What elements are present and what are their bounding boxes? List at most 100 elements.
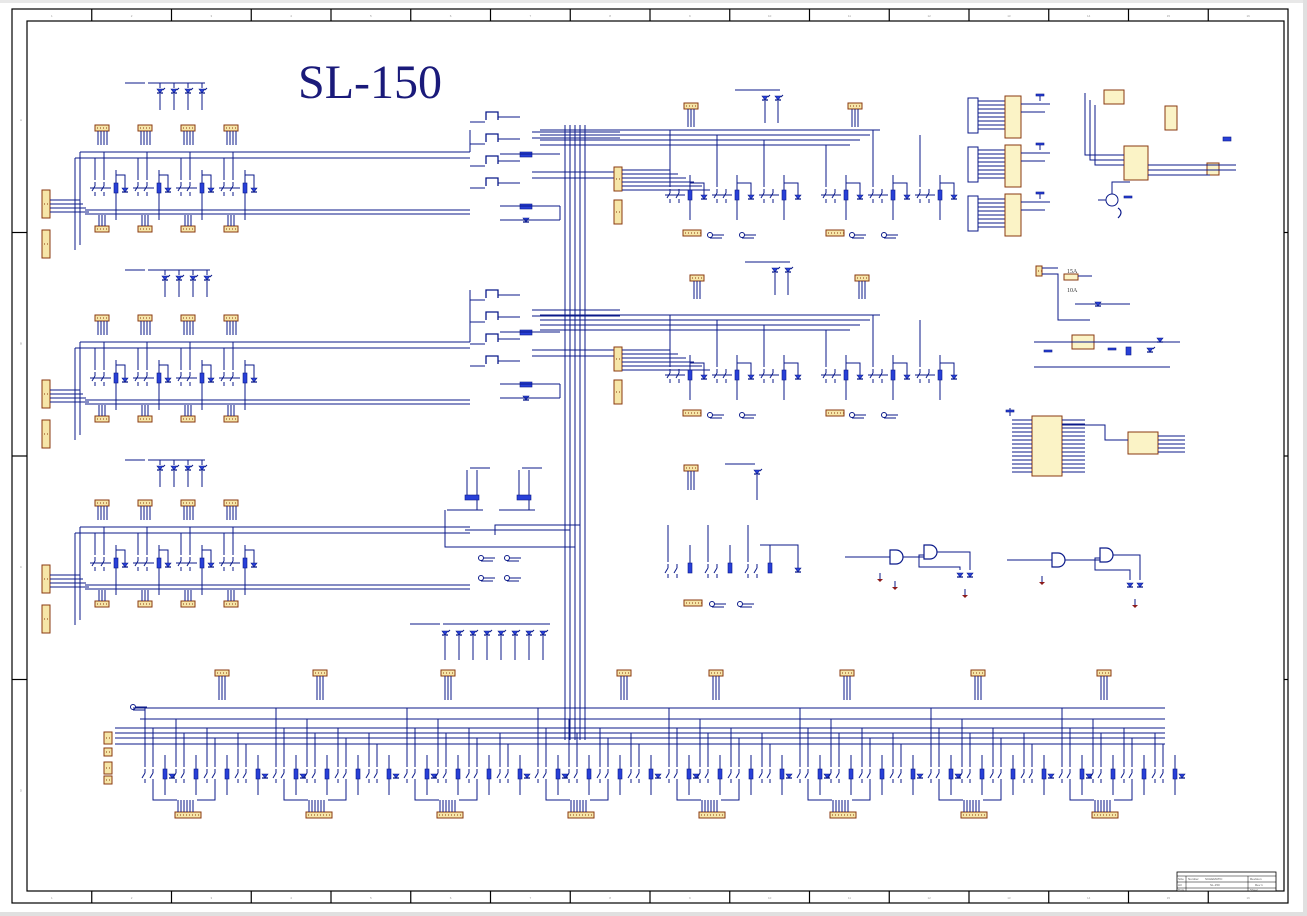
connector-pin	[146, 502, 147, 504]
eeprom-ic	[1103, 89, 1125, 105]
connector-body	[137, 124, 153, 132]
switch-contact-icon	[713, 189, 718, 203]
connector-pin	[448, 814, 449, 816]
right-relay-block-small	[664, 463, 802, 608]
connector-pin	[963, 814, 964, 816]
connector-pin	[97, 603, 98, 605]
connector-pin	[143, 228, 144, 230]
switch-contact-icon	[673, 769, 678, 783]
bottom-relay-block	[1058, 708, 1186, 819]
coil-body	[727, 562, 733, 574]
relay-coil-icon	[1110, 768, 1116, 780]
led-triangle	[203, 275, 211, 281]
connector-body	[698, 811, 726, 819]
zone-label: 11	[848, 896, 851, 900]
wire	[159, 549, 169, 563]
connector-pin	[140, 317, 141, 319]
connector-pin	[189, 502, 190, 504]
diode-icon	[1136, 582, 1144, 588]
coil-body	[156, 372, 162, 384]
title-block-date-label: Date	[1178, 888, 1185, 892]
connector-pin	[1103, 814, 1104, 816]
wire	[503, 629, 507, 633]
wire	[1128, 772, 1133, 779]
audio-jack-icon	[504, 555, 521, 562]
wire	[790, 266, 794, 270]
connector-pin	[984, 814, 985, 816]
switch-contact-icon	[769, 189, 774, 203]
wire	[473, 772, 478, 779]
diode-icon	[207, 562, 215, 568]
connector-pin	[972, 814, 973, 816]
connector-pin	[189, 814, 190, 816]
led-triangle	[170, 465, 178, 471]
diode-triangle	[1047, 773, 1055, 779]
wire	[835, 772, 840, 779]
wire	[690, 362, 705, 375]
relay-header-connector	[137, 314, 153, 322]
audio-jack-icon	[130, 704, 147, 711]
ground-symbol	[962, 595, 968, 598]
output-connector	[682, 409, 702, 417]
wire	[1042, 273, 1075, 321]
connector-pin	[97, 317, 98, 319]
connector-pin	[109, 737, 110, 739]
wire	[846, 362, 861, 375]
output-connector	[825, 229, 845, 237]
mux-ic	[1004, 144, 1022, 188]
switch-contact-icon	[673, 564, 678, 578]
output-connector	[682, 229, 702, 237]
ground-icon	[1039, 576, 1045, 585]
coil-body	[890, 189, 896, 201]
wire	[159, 364, 169, 378]
relay-coil-icon	[648, 768, 654, 780]
zone-label: 3	[211, 14, 213, 18]
diode-triangle	[392, 773, 400, 779]
coil-body	[386, 768, 392, 780]
wire	[485, 155, 499, 164]
relay-coil-icon	[1010, 768, 1016, 780]
connector-pin	[828, 412, 829, 414]
connector-pin	[616, 178, 617, 180]
wire	[664, 567, 669, 574]
diode-triangle	[1094, 301, 1102, 307]
connector-pin	[308, 814, 309, 816]
wire	[190, 87, 194, 91]
connector-pin	[685, 412, 686, 414]
zone-label: 14	[1087, 896, 1091, 900]
connector-pin	[186, 127, 187, 129]
connector-pin	[978, 814, 979, 816]
led-triangle	[784, 267, 792, 273]
connector-pin	[1105, 672, 1106, 674]
connector-pin	[186, 603, 187, 605]
connector-pin	[226, 317, 227, 319]
wire	[1084, 93, 1124, 156]
led-triangle	[455, 630, 463, 636]
zone-label: 9	[689, 896, 691, 900]
switch-contact-icon	[753, 564, 758, 578]
wire	[940, 362, 955, 375]
relay-coil-icon	[113, 557, 119, 569]
led-triangle	[198, 88, 206, 94]
connector-pin	[192, 603, 193, 605]
coil-body	[113, 557, 119, 569]
wire	[283, 783, 308, 801]
led-icon	[511, 629, 521, 636]
relay-coil-icon	[424, 768, 430, 780]
wire	[180, 772, 185, 779]
switch-contact-icon	[211, 769, 216, 783]
connector-body	[41, 379, 51, 409]
relay-coil-icon	[734, 369, 740, 381]
coil-body	[767, 562, 773, 574]
relay-coil-icon	[727, 562, 733, 574]
header-connector	[312, 669, 328, 677]
wire	[202, 549, 212, 563]
switch-contact-icon	[465, 769, 470, 783]
coil-body	[781, 369, 787, 381]
zone-label: 11	[848, 14, 851, 18]
switch-contact-icon	[1159, 769, 1164, 783]
relay-coil-icon	[848, 768, 854, 780]
coil-body	[843, 369, 849, 381]
led-triangle	[441, 630, 449, 636]
connector-pin	[573, 814, 574, 816]
